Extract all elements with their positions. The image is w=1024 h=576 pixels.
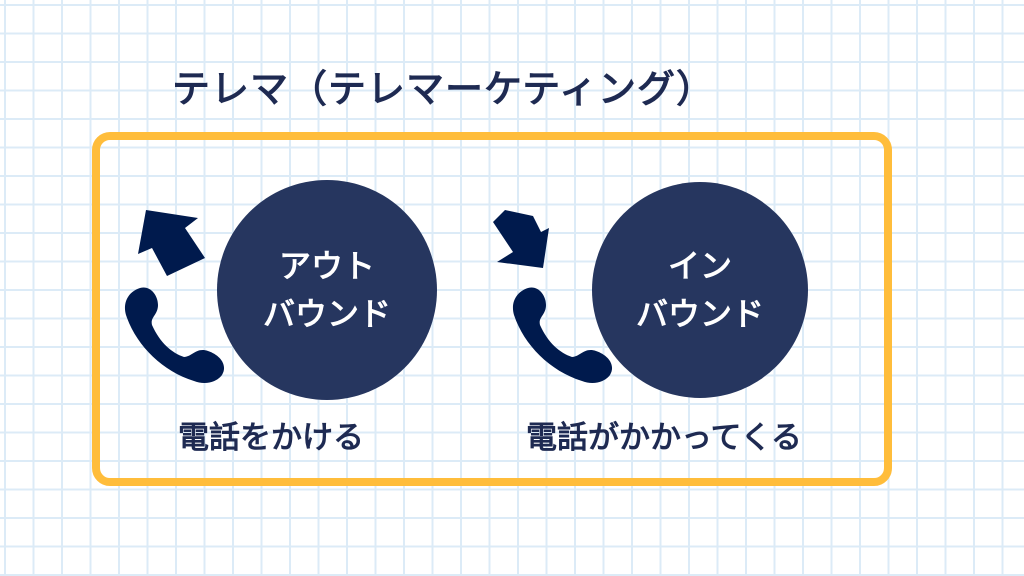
outbound-label-line1: アウト bbox=[278, 247, 375, 285]
inbound-label-line1: イン bbox=[667, 247, 732, 285]
inbound-label-line2: バウンド bbox=[635, 295, 764, 333]
inbound-caption: 電話がかかってくる bbox=[526, 420, 802, 456]
arrow-down-right-icon bbox=[493, 210, 549, 268]
page-title: テレマ（テレマーケティング） bbox=[172, 67, 715, 111]
phone-icon bbox=[512, 287, 613, 383]
orange-frame bbox=[92, 132, 892, 486]
outbound-circle: アウト バウンド bbox=[217, 180, 437, 400]
outbound-caption: 電話をかける bbox=[178, 420, 364, 456]
arrow-up-left-icon bbox=[138, 210, 205, 276]
inbound-circle: イン バウンド bbox=[592, 182, 808, 398]
phone-icon bbox=[124, 287, 225, 383]
outbound-label-line2: バウンド bbox=[262, 295, 391, 333]
